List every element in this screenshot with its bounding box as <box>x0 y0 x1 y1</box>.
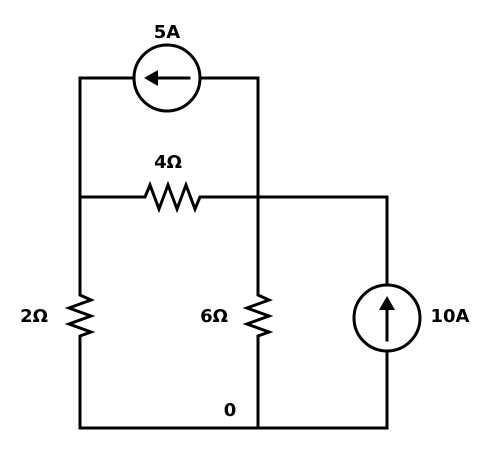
label-6-ohm: 6Ω <box>200 306 228 327</box>
resistor-2-ohm <box>64 288 96 342</box>
current-source-5a <box>132 43 202 113</box>
up-arrow-icon <box>379 296 395 310</box>
label-10a: 10A <box>431 306 470 327</box>
wire-top-right <box>198 76 260 292</box>
current-source-5a-circle <box>132 43 202 113</box>
wire-middle-right <box>203 195 389 287</box>
left-arrow-icon <box>144 70 158 86</box>
label-4-ohm: 4Ω <box>154 152 182 173</box>
label-ground-node: 0 <box>224 400 237 421</box>
wires <box>78 76 389 430</box>
label-2-ohm: 2Ω <box>20 306 48 327</box>
current-source-10a-circle <box>352 283 422 353</box>
resistor-6-ohm <box>242 288 274 342</box>
current-source-10a <box>352 283 422 353</box>
wire-top-left <box>78 76 136 292</box>
label-5a: 5A <box>154 22 181 43</box>
resistor-4-ohm <box>136 180 207 214</box>
